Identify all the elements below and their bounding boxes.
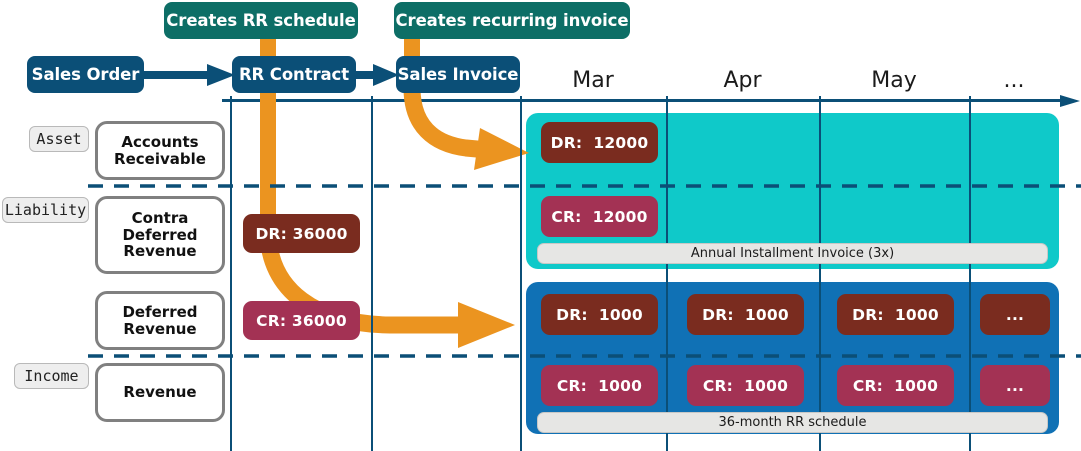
orange-stem-recurring-invoice <box>404 36 420 62</box>
caption-rr-schedule: 36-month RR schedule <box>537 412 1048 433</box>
chip-label: CR: 1000 <box>702 376 789 395</box>
account-box-contra-deferred-revenue[interactable]: Contra Deferred Revenue <box>95 196 225 274</box>
chip-label: DR: 1000 <box>702 305 789 324</box>
chip-invoice-debit-mar[interactable]: DR: 12000 <box>541 122 658 163</box>
month-text: Mar <box>572 68 614 93</box>
node-label: Sales Order <box>31 65 140 84</box>
chip-invoice-credit-mar[interactable]: CR: 12000 <box>541 196 658 237</box>
banner-creates-rr-schedule[interactable]: Creates RR schedule <box>164 2 358 39</box>
category-tag-income: Income <box>14 363 89 389</box>
gridline-more-start <box>969 96 971 451</box>
category-tag-asset: Asset <box>29 126 89 152</box>
chip-schedule-credit-apr[interactable]: CR: 1000 <box>687 365 804 406</box>
month-text: May <box>871 68 917 93</box>
chip-label: DR: 12000 <box>550 133 649 152</box>
gridline-may-start <box>819 96 821 451</box>
month-label-apr: Apr <box>666 68 819 93</box>
chip-label: DR: 1000 <box>556 305 643 324</box>
flow-arrow-rr-contract-to-sales-invoice <box>355 64 399 86</box>
account-box-revenue[interactable]: Revenue <box>95 363 225 422</box>
chip-label: CR: 36000 <box>256 311 347 330</box>
chip-contract-credit[interactable]: CR: 36000 <box>243 301 360 340</box>
caption-label: Annual Installment Invoice (3x) <box>690 246 895 261</box>
chip-label: ... <box>1005 305 1025 324</box>
timeline-axis <box>222 99 1070 102</box>
chip-schedule-credit-may[interactable]: CR: 1000 <box>837 365 954 406</box>
node-rr-contract[interactable]: RR Contract <box>232 56 356 93</box>
month-label-mar: Mar <box>520 68 666 93</box>
account-box-accounts-receivable[interactable]: Accounts Receivable <box>95 121 225 180</box>
orange-curve-to-invoice <box>403 88 529 170</box>
category-tag-liability: Liability <box>2 197 89 223</box>
node-label: RR Contract <box>238 65 350 84</box>
chip-label: DR: 36000 <box>255 224 348 243</box>
node-label: Sales Invoice <box>397 65 519 84</box>
account-box-deferred-revenue[interactable]: Deferred Revenue <box>95 291 225 350</box>
gridline-sales-invoice-start <box>371 96 373 451</box>
banner-creates-recurring-invoice[interactable]: Creates recurring invoice <box>394 2 630 39</box>
chip-label: ... <box>1005 376 1025 395</box>
node-sales-invoice[interactable]: Sales Invoice <box>396 56 520 93</box>
dashed-separator-asset-liability <box>88 184 1081 188</box>
dashed-separator-liability-income <box>88 354 1081 358</box>
chip-schedule-debit-apr[interactable]: DR: 1000 <box>687 294 804 335</box>
node-sales-order[interactable]: Sales Order <box>27 56 144 93</box>
timeline-axis-arrowhead <box>1060 95 1080 107</box>
month-label-more: ... <box>969 68 1059 93</box>
chip-schedule-credit-more[interactable]: ... <box>980 365 1050 406</box>
gridline-apr-start <box>666 96 668 451</box>
flow-arrow-sales-order-to-rr-contract <box>143 64 235 86</box>
month-label-may: May <box>819 68 969 93</box>
category-label: Asset <box>36 130 82 148</box>
chip-label: CR: 1000 <box>556 376 643 395</box>
chip-contract-debit[interactable]: DR: 36000 <box>243 214 360 253</box>
banner-label: Creates recurring invoice <box>395 11 629 30</box>
month-text: Apr <box>723 68 762 93</box>
gridline-rr-contract-start <box>230 96 232 451</box>
caption-label: 36-month RR schedule <box>718 415 867 430</box>
category-label: Liability <box>4 201 87 219</box>
category-label: Income <box>24 367 79 385</box>
caption-annual-installment-invoice: Annual Installment Invoice (3x) <box>537 243 1048 264</box>
chip-schedule-debit-more[interactable]: ... <box>980 294 1050 335</box>
chip-schedule-debit-may[interactable]: DR: 1000 <box>837 294 954 335</box>
chip-label: DR: 1000 <box>852 305 939 324</box>
chip-schedule-credit-mar[interactable]: CR: 1000 <box>541 365 658 406</box>
banner-label: Creates RR schedule <box>166 11 356 30</box>
chip-schedule-debit-mar[interactable]: DR: 1000 <box>541 294 658 335</box>
chip-label: CR: 12000 <box>551 207 648 226</box>
gridline-mar-start <box>520 96 522 451</box>
chip-label: CR: 1000 <box>852 376 939 395</box>
month-text: ... <box>1003 68 1025 93</box>
